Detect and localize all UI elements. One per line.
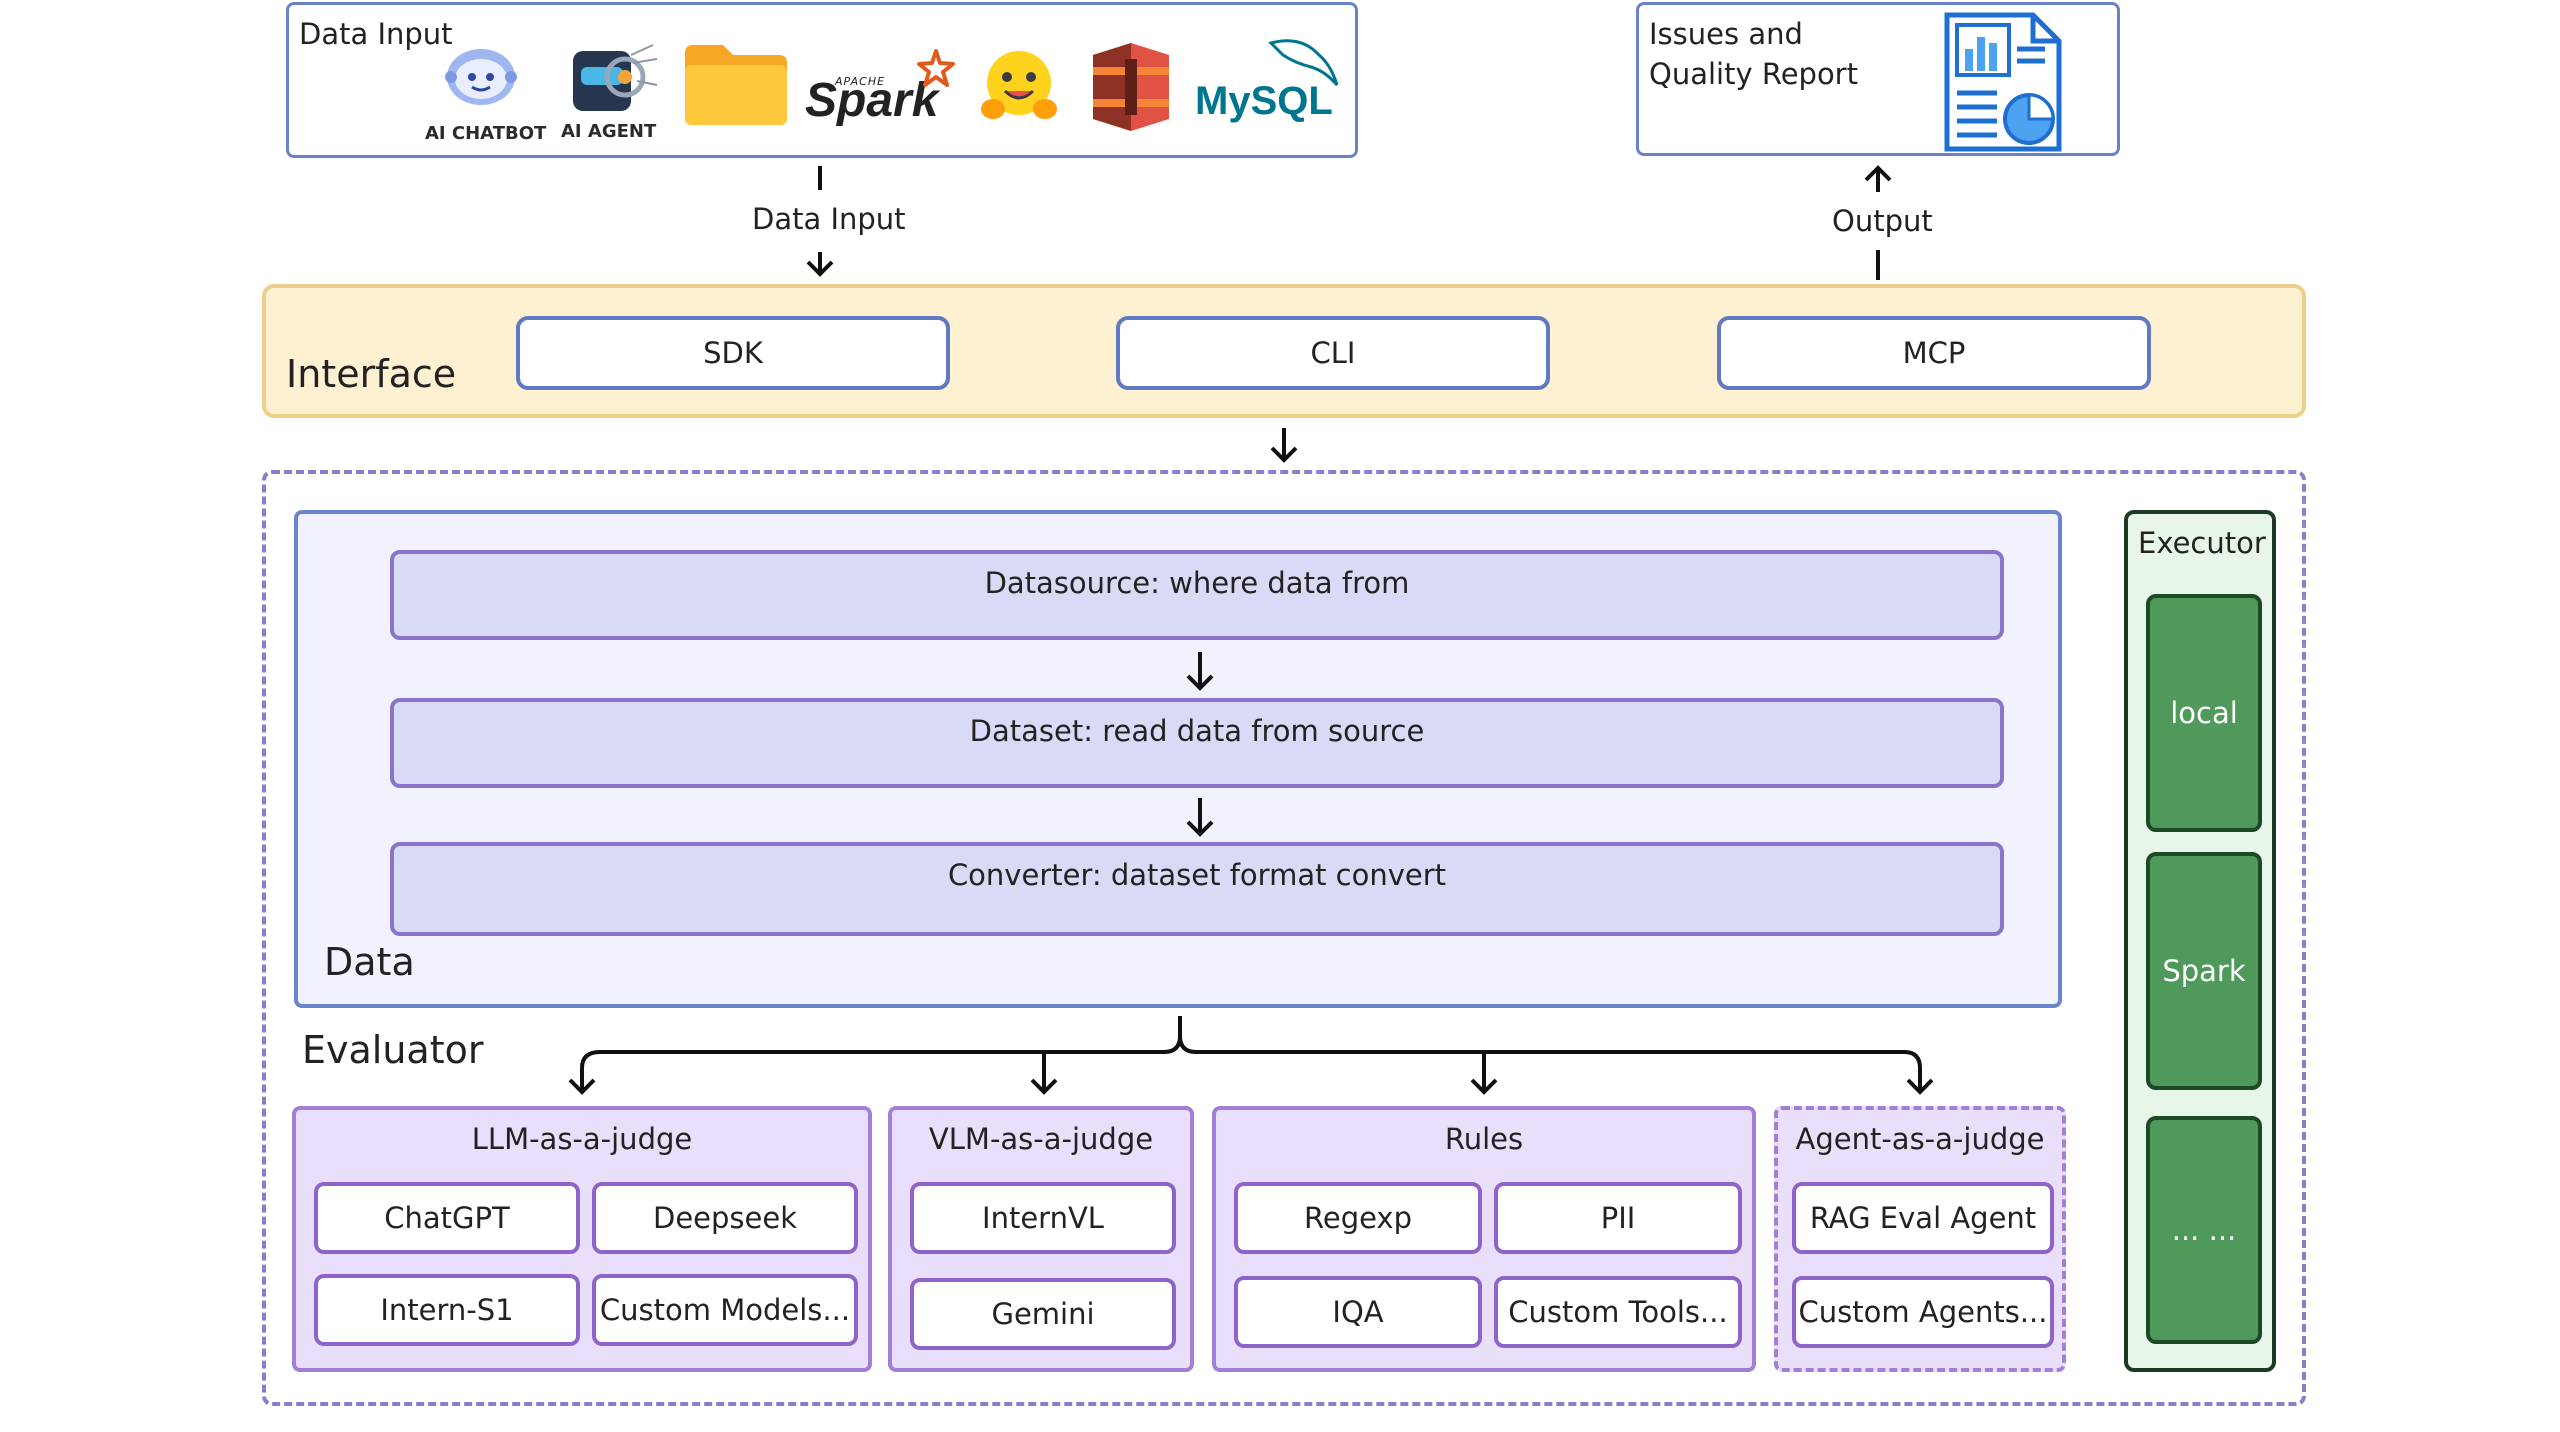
data-panel: Datasource: where data from Dataset: rea…	[294, 510, 2062, 1008]
deepseek-button[interactable]: Deepseek	[592, 1182, 858, 1254]
folder-icon	[685, 45, 787, 125]
llm-judge-group: LLM-as-a-judge ChatGPT Deepseek Intern-S…	[292, 1106, 872, 1372]
quality-report-box: Issues and Quality Report	[1636, 2, 2120, 156]
report-document-icon	[1944, 12, 2062, 152]
datasource-bar: Datasource: where data from	[390, 550, 2004, 640]
vlm-judge-title: VLM-as-a-judge	[928, 1122, 1154, 1156]
dataset-bar: Dataset: read data from source	[390, 698, 2004, 788]
agent-judge-title: Agent-as-a-judge	[1795, 1122, 2045, 1156]
top-connectors	[806, 165, 1892, 463]
vlm-judge-group: VLM-as-a-judge InternVL Gemini	[888, 1106, 1194, 1372]
executor-label: Executor	[2138, 526, 2266, 560]
interface-label: Interface	[286, 352, 457, 396]
data-input-arrow-label: Data Input	[752, 202, 906, 236]
executor-local[interactable]: local	[2146, 594, 2262, 832]
mcp-button[interactable]: MCP	[1717, 316, 2151, 390]
evaluator-connectors	[568, 1016, 1934, 1095]
sdk-button[interactable]: SDK	[516, 316, 950, 390]
executor-spark[interactable]: Spark	[2146, 852, 2262, 1090]
data-label: Data	[324, 940, 415, 984]
internvl-button[interactable]: InternVL	[910, 1182, 1176, 1254]
executor-more[interactable]: ... ...	[2146, 1116, 2262, 1344]
amazon-s3-icon	[1093, 43, 1169, 131]
custom-agents-button[interactable]: Custom Agents...	[1792, 1276, 2054, 1348]
custom-tools-button[interactable]: Custom Tools...	[1494, 1276, 1742, 1348]
rag-eval-agent-button[interactable]: RAG Eval Agent	[1792, 1182, 2054, 1254]
chatgpt-button[interactable]: ChatGPT	[314, 1182, 580, 1254]
hugging-face-icon	[981, 51, 1057, 119]
mysql-dolphin-icon	[1268, 39, 1339, 86]
iqa-button[interactable]: IQA	[1234, 1276, 1482, 1348]
custom-models-button[interactable]: Custom Models...	[592, 1274, 858, 1346]
spark-small-text: APACHE	[835, 75, 886, 88]
data-flow-arrows	[1186, 652, 1214, 837]
output-arrow-label: Output	[1832, 204, 1933, 238]
ai-chatbot-caption: AI CHATBOT	[425, 123, 547, 144]
pii-button[interactable]: PII	[1494, 1182, 1742, 1254]
mysql-logo: MySQL	[1195, 35, 1355, 135]
core-container	[262, 470, 2306, 1406]
converter-bar: Converter: dataset format convert	[390, 842, 2004, 936]
executor-panel: Executor local Spark ... ...	[2124, 510, 2276, 1372]
intern-s1-button[interactable]: Intern-S1	[314, 1274, 580, 1346]
ai-agent-caption: AI AGENT	[561, 121, 657, 142]
regexp-button[interactable]: Regexp	[1234, 1182, 1482, 1254]
report-title-line1: Issues and	[1649, 17, 1803, 51]
mysql-text: MySQL	[1195, 79, 1333, 123]
cli-button[interactable]: CLI	[1116, 316, 1550, 390]
spark-text: Spark	[805, 74, 939, 127]
data-input-box: Data Input AI CHATBOT AI AGENT APACHE Sp…	[286, 2, 1358, 158]
interface-panel: Interface SDK CLI MCP	[262, 284, 2306, 418]
evaluator-label: Evaluator	[302, 1028, 484, 1072]
ai-agent-icon	[573, 44, 658, 111]
apache-spark-logo: APACHE Spark	[805, 45, 955, 127]
ai-chatbot-icon	[445, 49, 517, 105]
report-title-line2: Quality Report	[1649, 57, 1858, 91]
agent-judge-group: Agent-as-a-judge RAG Eval Agent Custom A…	[1774, 1106, 2066, 1372]
spark-star-icon	[917, 49, 955, 87]
rules-title: Rules	[1444, 1122, 1524, 1156]
llm-judge-title: LLM-as-a-judge	[471, 1122, 693, 1156]
gemini-button[interactable]: Gemini	[910, 1278, 1176, 1350]
data-input-title: Data Input	[299, 17, 453, 51]
rules-group: Rules Regexp PII IQA Custom Tools...	[1212, 1106, 1756, 1372]
